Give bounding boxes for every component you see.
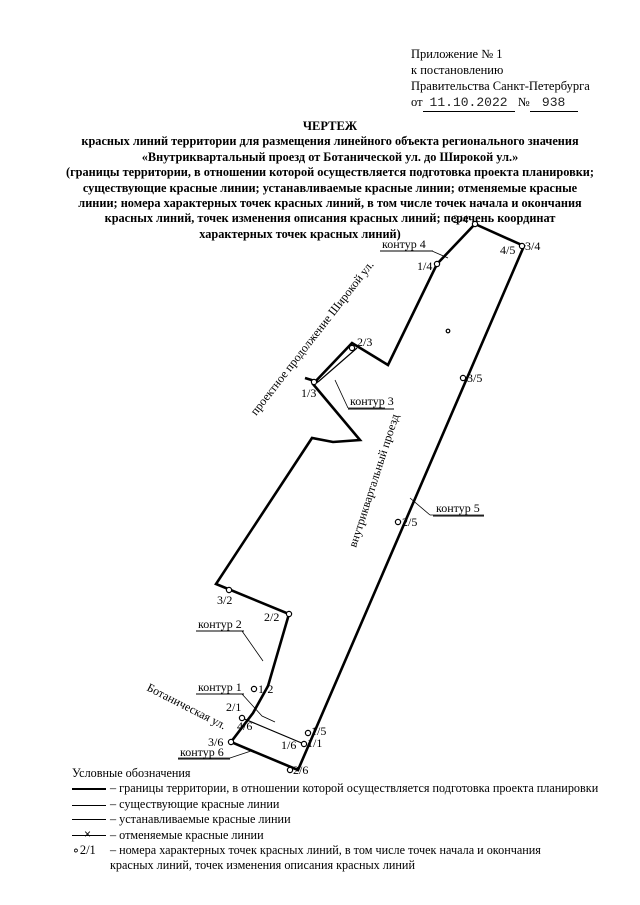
drawing-title: ЧЕРТЕЖ красных линий территории для разм… — [40, 119, 620, 242]
label-contour-3: контур 3 — [350, 394, 394, 408]
label-contour-1: контур 1 — [198, 680, 242, 694]
contour-underlines — [178, 250, 484, 760]
thin-line-symbol — [72, 798, 110, 812]
legend-text: – отменяемые красные линии — [110, 827, 264, 842]
title-heading: ЧЕРТЕЖ — [302, 119, 358, 133]
point-2-3 — [348, 344, 356, 352]
label-1-1: 1/1 — [307, 736, 322, 750]
label-contour-2: контур 2 — [198, 617, 242, 631]
label-2-2: 2/2 — [264, 610, 279, 624]
label-2-3: 2/3 — [357, 335, 372, 349]
label-4-6: 4/6 — [237, 719, 252, 733]
point-3-4 — [518, 242, 526, 250]
title-line: (границы территории, в отношении которой… — [66, 165, 594, 180]
document-date: 11.10.2022 — [422, 95, 515, 112]
interior-mark — [445, 328, 451, 334]
appendix-line3: Правительства Санкт-Петербурга — [411, 79, 590, 93]
label-3-5: 3/5 — [467, 371, 482, 385]
legend-item-established: – устанавливаемые красные линии — [72, 812, 598, 827]
label-1-3: 1/3 — [301, 386, 316, 400]
label-3-2: 3/2 — [217, 593, 232, 607]
title-line: красных линий, точек изменения описания … — [104, 211, 556, 226]
appendix-line1: Приложение № 1 — [411, 47, 503, 61]
label-1-2: 1/2 — [258, 682, 273, 696]
date-prefix: от — [411, 95, 423, 109]
territory-boundary — [214, 222, 526, 772]
contour-labels: контур 4 контур 3 контур 5 контур 2 конт… — [180, 237, 480, 759]
thick-line-symbol — [72, 782, 110, 796]
legend-text: – границы территории, в отношении которо… — [110, 781, 599, 796]
title-line: существующие красные линии; устанавливае… — [82, 180, 578, 195]
appendix-line2: к постановлению — [411, 63, 504, 77]
label-2-1: 2/1 — [226, 700, 241, 714]
point-labels: 2/4 3/4 4/5 1/4 2/3 1/3 3/5 2/5 3/2 2/2 … — [208, 212, 540, 777]
label-1-4: 1/4 — [417, 259, 432, 273]
label-1-5: 1/5 — [311, 724, 326, 738]
legend-item-boundary: – границы территории, в отношении которо… — [72, 781, 598, 796]
appendix-header: Приложение № 1 к постановлению Правитель… — [411, 46, 590, 112]
point-1-3 — [310, 378, 318, 386]
legend-item-points: ∘2/1 – номера характерных точек красных … — [72, 843, 598, 858]
contour-6-line — [241, 717, 305, 745]
point-2-4 — [471, 220, 479, 228]
legend: Условные обозначения – границы территори… — [72, 766, 598, 874]
label-contour-6: контур 6 — [180, 745, 224, 759]
title-line: линии; номера характерных точек красных … — [78, 196, 582, 211]
legend-text-continued: красных линий, точек изменения описания … — [110, 858, 415, 873]
point-3-2 — [225, 586, 233, 594]
crossed-line-symbol: × — [72, 827, 110, 842]
point-1-2 — [250, 685, 258, 693]
label-contour-4: контур 4 — [382, 237, 426, 251]
legend-item-cancelled: × – отменяемые красные линии — [72, 827, 598, 843]
title-line: «Внутриквартальный проезд от Ботаническо… — [141, 149, 519, 164]
point-2-1 — [238, 714, 246, 722]
point-3-5 — [459, 374, 467, 382]
point-2-2 — [285, 610, 293, 618]
label-2-6: 2/6 — [293, 763, 308, 777]
cross-icon: × — [84, 827, 92, 842]
document-number: 938 — [529, 95, 578, 112]
label-3-6: 3/6 — [208, 735, 223, 749]
legend-text: – номера характерных точек красных линий… — [110, 843, 541, 858]
legend-item-existing: – существующие красные линии — [72, 797, 598, 812]
point-1-4 — [433, 260, 441, 268]
point-1-1 — [300, 740, 308, 748]
label-2-5: 2/5 — [402, 515, 417, 529]
label-3-4: 3/4 — [525, 239, 540, 253]
label-1-6: 1/6 — [281, 738, 296, 752]
medium-line-symbol — [72, 813, 110, 827]
legend-text: – существующие красные линии — [110, 796, 280, 811]
legend-title: Условные обозначения — [72, 766, 191, 780]
point-symbol: ∘2/1 — [72, 843, 96, 858]
point-3-6 — [227, 738, 235, 746]
point-2-6 — [286, 766, 294, 774]
point-1-5 — [304, 729, 312, 737]
legend-text: – устанавливаемые красные линии — [110, 812, 291, 827]
title-line: красных линий территории для размещения … — [81, 134, 579, 149]
label-4-5: 4/5 — [500, 243, 515, 257]
characteristic-points — [225, 220, 526, 774]
point-2-5 — [394, 518, 402, 526]
number-prefix: № — [517, 95, 530, 109]
label-2-4: 2/4 — [453, 212, 468, 226]
title-line: характерных точек красных линий) — [199, 226, 401, 241]
label-contour-5: контур 5 — [436, 501, 480, 515]
